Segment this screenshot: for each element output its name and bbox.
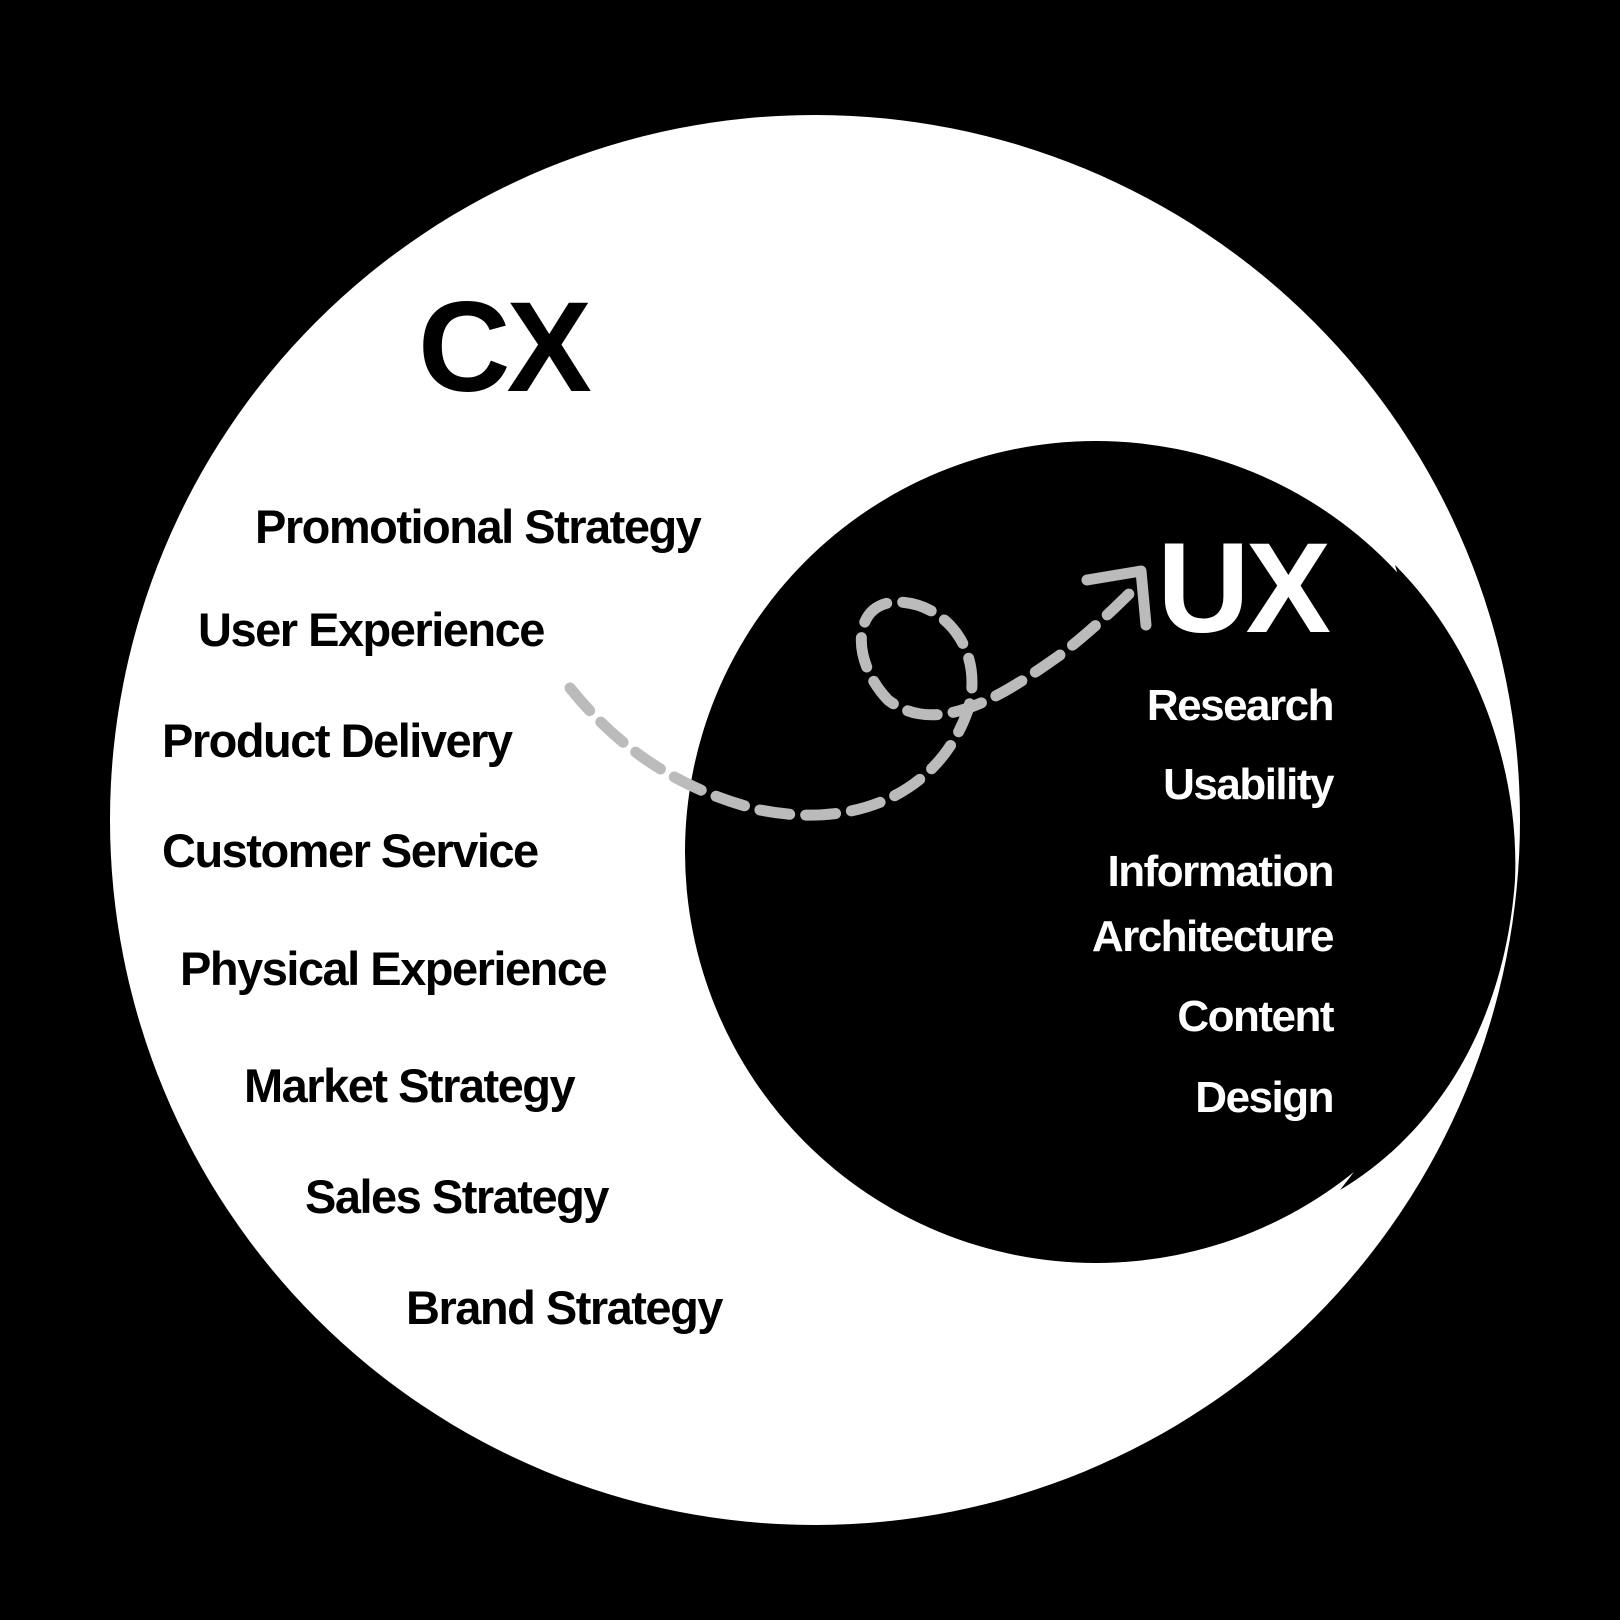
ux-item-usability: Usability	[1163, 760, 1334, 809]
cx-item-promotional-strategy: Promotional Strategy	[255, 500, 702, 553]
ux-item-research: Research	[1146, 681, 1335, 730]
ux-item-architecture: Architecture	[1091, 912, 1335, 961]
dashed-arrow	[564, 565, 1152, 821]
cx-item-product-delivery: Product Delivery	[162, 714, 513, 767]
cx-item-user-experience: User Experience	[198, 603, 545, 656]
ux-item-design: Design	[1195, 1073, 1334, 1122]
ux-item-content: Content	[1177, 992, 1334, 1041]
ux-crescent-edge	[1340, 565, 1516, 1190]
ux-item-information: Information	[1107, 847, 1335, 896]
cx-item-brand-strategy: Brand Strategy	[406, 1281, 723, 1334]
cx-item-customer-service: Customer Service	[162, 824, 539, 877]
arrow-head-icon	[1081, 565, 1152, 631]
cx-item-sales-strategy: Sales Strategy	[305, 1170, 609, 1223]
cx-item-physical-experience: Physical Experience	[180, 942, 608, 995]
cx-item-market-strategy: Market Strategy	[244, 1059, 576, 1112]
ux-title: UX	[1157, 517, 1331, 660]
dashed-arrow-path	[564, 579, 1144, 821]
cx-title: CX	[418, 276, 592, 419]
ux-inner-circle	[685, 441, 1507, 1263]
